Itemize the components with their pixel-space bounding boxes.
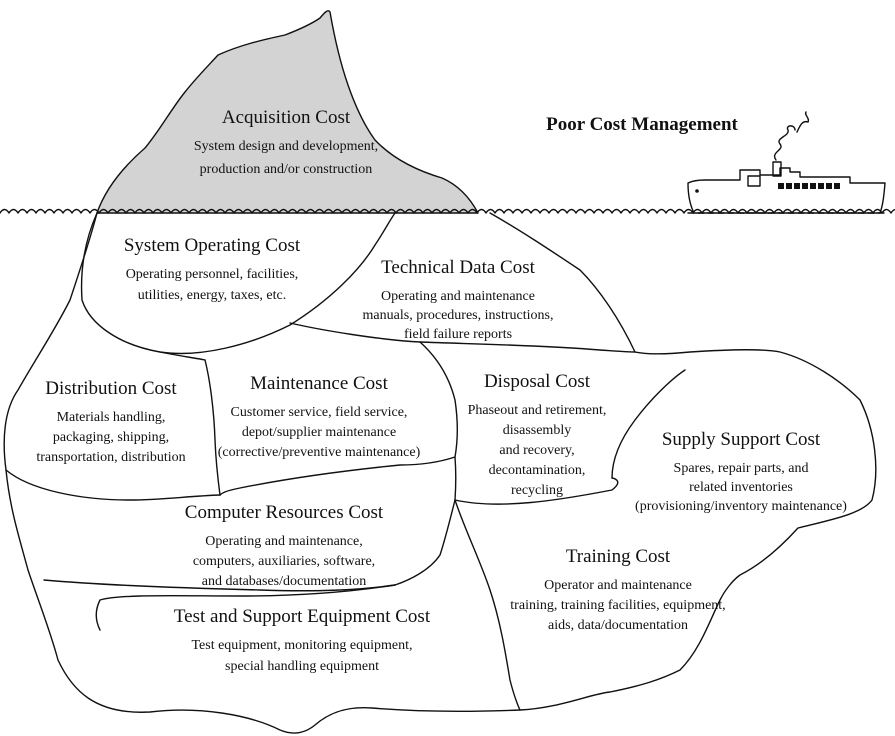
boundary-ops-distribution xyxy=(159,351,206,361)
region-title: Distribution Cost xyxy=(45,378,177,399)
boundary-distribution-maintenance xyxy=(204,359,221,496)
region-title: Training Cost xyxy=(566,546,671,567)
region-description-line: recycling xyxy=(511,483,563,498)
boundary-maintenance-disposal xyxy=(219,341,458,496)
region-description-line: aids, data/documentation xyxy=(548,618,688,633)
iceberg-tip-icon xyxy=(96,10,479,214)
boundary-disposal-bottom xyxy=(454,477,619,505)
region-description-line: decontamination, xyxy=(489,463,586,478)
region-title: Disposal Cost xyxy=(484,371,591,392)
boundary-system-operating xyxy=(80,212,396,355)
smoke-icon xyxy=(773,111,810,161)
region-description-line: special handling equipment xyxy=(225,659,379,674)
region-description-line: Operating and maintenance, xyxy=(205,534,362,549)
region-description-line: manuals, procedures, instructions, xyxy=(363,308,554,323)
region-title: System Operating Cost xyxy=(124,235,301,256)
region-description-line: utilities, energy, taxes, etc. xyxy=(138,288,287,303)
boundary-computer-top xyxy=(5,469,221,501)
region-description-line: depot/supplier maintenance xyxy=(242,425,396,440)
region-description-line: training, training facilities, equipment… xyxy=(510,598,725,613)
region-description-line: Materials handling, xyxy=(57,410,166,425)
region-description-line: transportation, distribution xyxy=(36,450,185,465)
region-description-line: Operating and maintenance xyxy=(381,289,535,304)
boundary-training-test xyxy=(454,499,521,711)
region-description-line: production and/or construction xyxy=(200,162,373,177)
boundary-computer-training xyxy=(394,499,456,586)
header-label: Poor Cost Management xyxy=(546,114,738,135)
iceberg-outline xyxy=(3,212,877,734)
boundary-test-top xyxy=(95,584,396,631)
region-description-line: Operating personnel, facilities, xyxy=(126,267,299,282)
boundary-computer-bottom xyxy=(43,579,396,592)
region-description-line: Phaseout and retirement, xyxy=(468,403,607,418)
region-description-line: (corrective/preventive maintenance) xyxy=(218,445,421,460)
region-title: Test and Support Equipment Cost xyxy=(174,606,431,627)
region-title: Technical Data Cost xyxy=(381,257,536,278)
boundary-technical-data xyxy=(289,322,636,353)
region-title: Acquisition Cost xyxy=(222,107,351,128)
region-description-line: Test equipment, monitoring equipment, xyxy=(191,638,412,653)
ship-icon xyxy=(687,161,886,214)
region-title: Maintenance Cost xyxy=(250,373,388,394)
boundary-supply xyxy=(611,369,686,479)
region-description-line: disassembly xyxy=(503,423,571,438)
region-description-line: (provisioning/inventory maintenance) xyxy=(635,499,847,514)
region-description-line: computers, auxiliaries, software, xyxy=(193,554,375,569)
region-description-line: packaging, shipping, xyxy=(53,430,169,445)
region-description-line: related inventories xyxy=(689,480,793,495)
region-description-line: field failure reports xyxy=(404,327,512,342)
region-description-line: and recovery, xyxy=(499,443,574,458)
region-description-line: and databases/documentation xyxy=(202,574,366,589)
region-description-line: Customer service, field service, xyxy=(231,405,408,420)
region-title: Computer Resources Cost xyxy=(185,502,384,523)
boundary-disposal-left xyxy=(454,456,457,501)
region-title: Supply Support Cost xyxy=(662,429,821,450)
region-description-line: Spares, repair parts, and xyxy=(674,461,809,476)
region-description-line: System design and development, xyxy=(194,139,378,154)
region-description-line: Operator and maintenance xyxy=(544,578,692,593)
